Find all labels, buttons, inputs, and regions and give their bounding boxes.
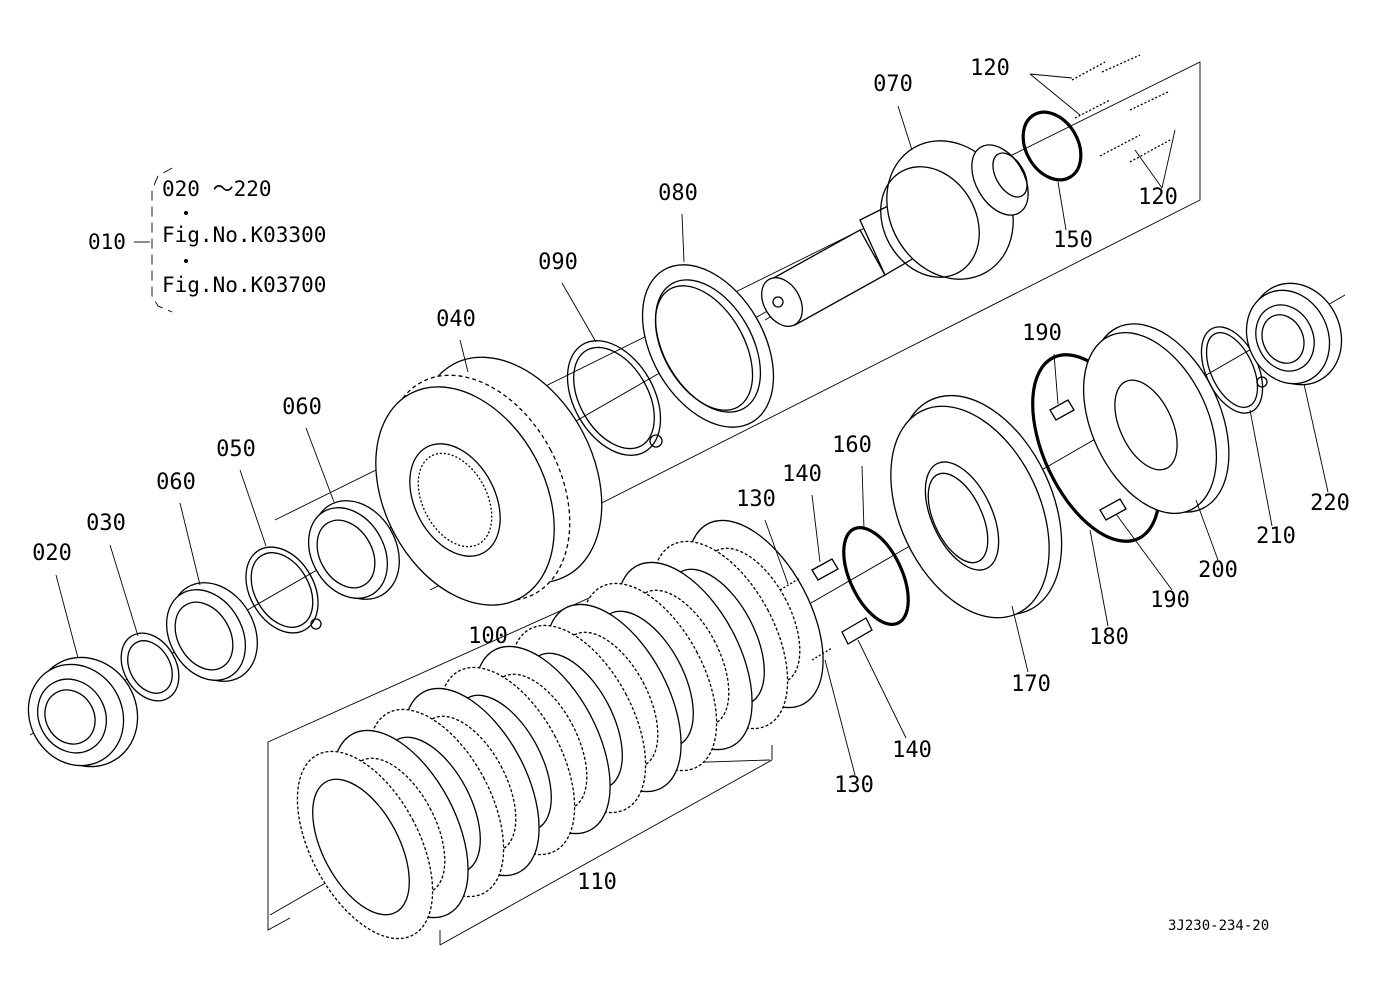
clutch-plates-100-110 <box>296 519 824 940</box>
part-label-220: 220 <box>1310 491 1350 516</box>
pin-140-upper <box>811 558 839 581</box>
lower-group-bracket-left <box>267 742 291 931</box>
part-label-090: 090 <box>538 250 578 275</box>
o-ring-150 <box>1021 110 1083 182</box>
pin-140-lower <box>841 617 873 645</box>
part-label-080: 080 <box>658 181 698 206</box>
reference-figure-1: Fig.No.K03300 <box>162 223 326 247</box>
part-label-020: 020 <box>32 541 72 566</box>
part-label-190: 190 <box>1022 321 1062 346</box>
snap-ring-050 <box>245 546 322 634</box>
pin-190-lower <box>1099 498 1127 521</box>
part-label-140: 140 <box>892 738 932 763</box>
part-label-040: 040 <box>436 307 476 332</box>
snap-ring-090 <box>566 340 663 456</box>
friction-plate <box>296 750 434 940</box>
part-label-060: 060 <box>156 470 196 495</box>
part-label-150: 150 <box>1053 228 1093 253</box>
gear-040 <box>375 356 603 606</box>
assembly-number: 010 <box>88 230 126 254</box>
part-label-170: 170 <box>1011 672 1051 697</box>
shim-030 <box>120 632 180 702</box>
bearing-060-lower <box>166 582 258 682</box>
part-label-100: 100 <box>468 624 508 649</box>
part-label-050: 050 <box>216 437 256 462</box>
shaft-070 <box>761 140 1029 327</box>
housing-200 <box>1082 323 1230 515</box>
reference-block: 010 020 ～220 Fig.No.K03300 Fig.No.K03700 <box>88 167 326 313</box>
piston-170 <box>890 394 1063 619</box>
bearing-020 <box>27 656 139 768</box>
part-label-110: 110 <box>577 870 617 895</box>
drawing-code: 3J230-234-20 <box>1168 918 1269 934</box>
o-ring-160 <box>842 526 910 626</box>
part-label-200: 200 <box>1198 558 1238 583</box>
thrust-plate-080 <box>641 264 775 428</box>
part-label-130: 130 <box>736 487 776 512</box>
part-label-120: 120 <box>1138 185 1178 210</box>
pin-190-upper <box>1049 399 1075 421</box>
part-label-130: 130 <box>834 773 874 798</box>
part-label-120: 120 <box>970 56 1010 81</box>
part-label-190: 190 <box>1150 588 1190 613</box>
part-label-160: 160 <box>832 433 872 458</box>
bearing-220 <box>1245 282 1343 386</box>
part-number-labels: 020 030 060 050 060 040 090 080 070 120 120 150 100 1… <box>32 56 1350 895</box>
part-label-070: 070 <box>873 72 913 97</box>
part-label-180: 180 <box>1089 625 1129 650</box>
upper-group-bracket <box>274 61 1201 591</box>
bearing-060-upper <box>308 500 400 600</box>
part-label-210: 210 <box>1256 524 1296 549</box>
reference-figure-2: Fig.No.K03700 <box>162 273 326 297</box>
part-label-060: 060 <box>282 395 322 420</box>
springs-120 <box>1071 54 1171 163</box>
reference-range: 020 ～220 <box>162 177 272 201</box>
leader-lines <box>55 73 1329 776</box>
part-label-140: 140 <box>782 462 822 487</box>
part-label-030: 030 <box>86 511 126 536</box>
bracket-110-line <box>439 759 773 946</box>
